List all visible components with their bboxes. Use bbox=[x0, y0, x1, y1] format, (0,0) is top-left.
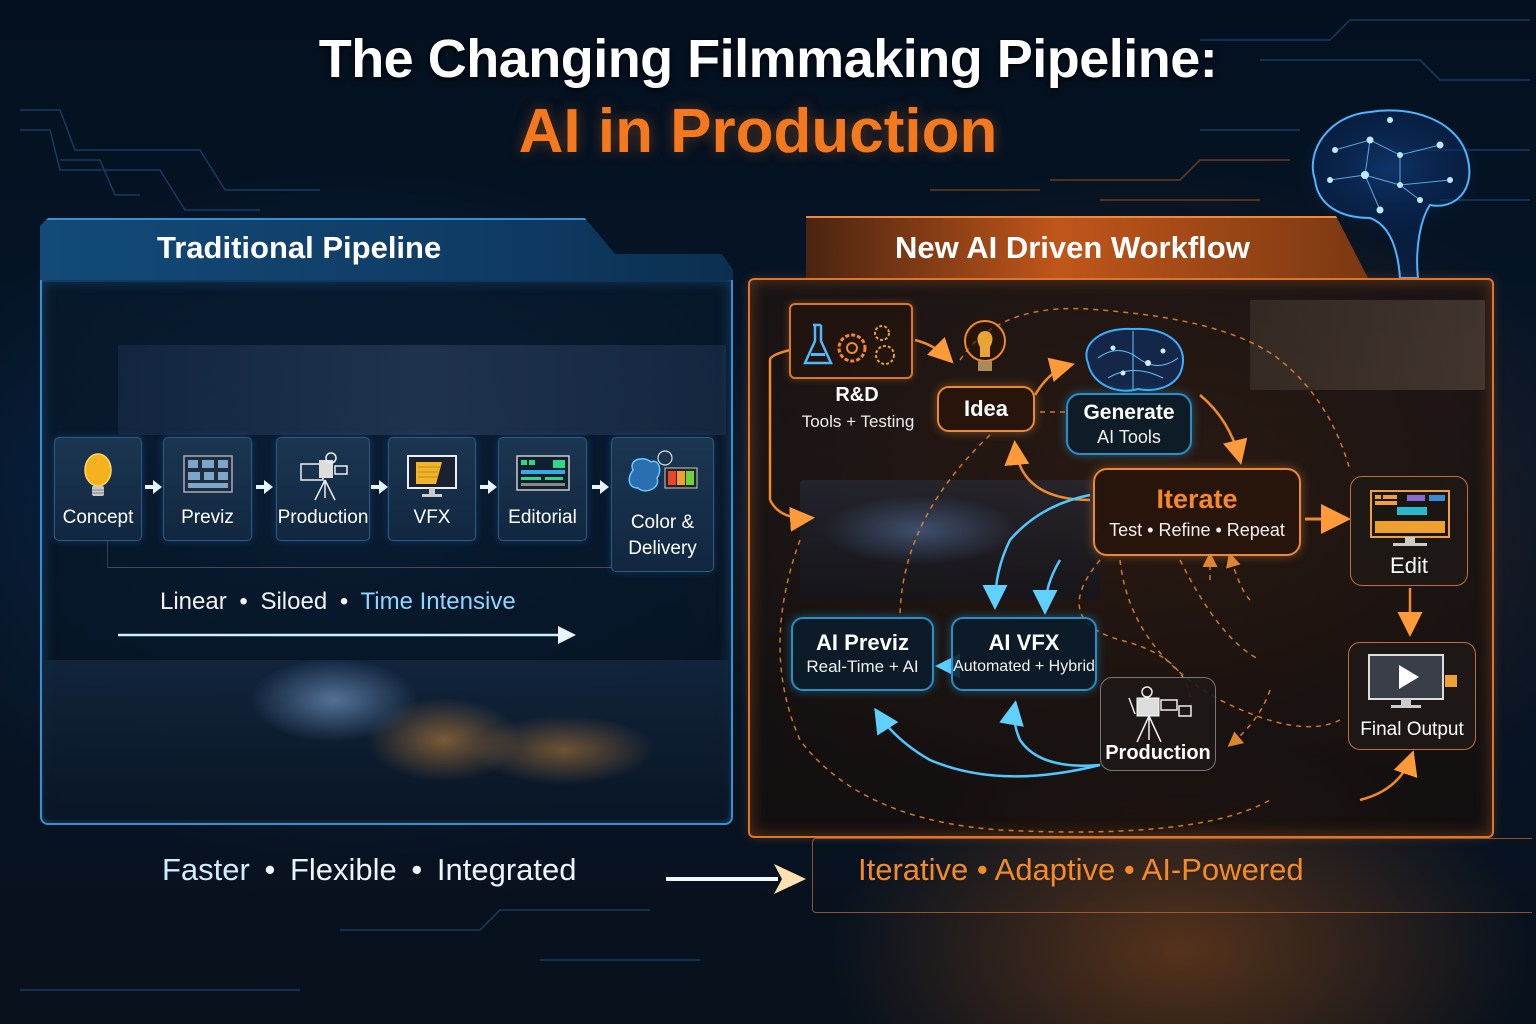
step-label: Editorial bbox=[508, 507, 577, 528]
step-production: Production bbox=[276, 437, 370, 541]
pipeline-connector-line bbox=[107, 541, 612, 568]
film-set-image-top bbox=[118, 345, 726, 435]
rd-subtitle: Tools + Testing bbox=[801, 412, 915, 431]
separator-dot: • bbox=[264, 852, 276, 887]
ai-workflow-panel-title: New AI Driven Workflow bbox=[895, 230, 1250, 265]
step-label-line1: Color & bbox=[630, 512, 695, 533]
node-production: Production bbox=[1100, 677, 1216, 771]
editing-monitor-icon bbox=[1370, 490, 1450, 546]
production-title: Production bbox=[1105, 742, 1211, 764]
generate-title: Generate bbox=[1083, 401, 1175, 424]
ai-vfx-subtitle: Automated + Hybrid bbox=[953, 658, 1095, 675]
rd-title: R&D bbox=[835, 384, 879, 406]
node-edit: Edit bbox=[1350, 476, 1468, 586]
iterate-subtitle: Test • Refine • Repeat bbox=[1109, 520, 1285, 540]
film-set-image-bottom bbox=[44, 660, 728, 820]
step-vfx: VFX bbox=[388, 437, 476, 541]
node-generate: Generate AI Tools bbox=[1066, 393, 1192, 455]
step-concept: Concept bbox=[54, 437, 142, 541]
idea-title: Idea bbox=[963, 396, 1009, 421]
traditional-tagline: Linear • Siloed • Time Intensive bbox=[160, 588, 516, 616]
editing-timeline-icon bbox=[515, 455, 570, 491]
play-monitor-icon bbox=[1368, 654, 1457, 708]
separator-dot: • bbox=[411, 852, 423, 887]
brain-icon bbox=[1085, 327, 1185, 392]
edit-title: Edit bbox=[1390, 553, 1428, 578]
iterate-title: Iterate bbox=[1156, 484, 1238, 514]
step-label: Production bbox=[277, 507, 369, 528]
footer-right-frame bbox=[812, 838, 1532, 913]
step-label: Previz bbox=[181, 507, 234, 528]
node-iterate: Iterate Test • Refine • Repeat bbox=[1093, 468, 1301, 556]
film-camera-icon bbox=[300, 452, 348, 501]
node-ai-previz: AI Previz Real-Time + AI bbox=[791, 617, 934, 691]
step-label-line2: Delivery bbox=[628, 538, 697, 559]
storyboard-icon bbox=[182, 455, 233, 493]
ai-previz-title: AI Previz bbox=[816, 630, 909, 655]
step-color-delivery: Color & Delivery bbox=[611, 437, 714, 572]
step-editorial: Editorial bbox=[498, 437, 587, 541]
tagline-time-intensive: Time Intensive bbox=[360, 588, 516, 615]
lightbulb-icon bbox=[84, 453, 112, 496]
node-idea: Idea bbox=[937, 386, 1035, 432]
node-rd bbox=[789, 303, 913, 379]
flask-gears-icon bbox=[803, 323, 895, 365]
timeline-arrow-icon bbox=[118, 626, 576, 644]
generate-subtitle: AI Tools bbox=[1097, 427, 1161, 447]
traditional-panel-title: Traditional Pipeline bbox=[157, 230, 442, 265]
footer-right-tagline: Iterative • Adaptive • AI-Powered bbox=[858, 852, 1304, 887]
arrow-right-icon bbox=[592, 480, 609, 494]
arrow-right-icon bbox=[480, 480, 497, 494]
tagline-integrated: Integrated bbox=[436, 852, 577, 887]
footer-left-tagline: Faster • Flexible • Integrated bbox=[162, 852, 577, 888]
node-ai-vfx: AI VFX Automated + Hybrid bbox=[951, 617, 1097, 691]
tagline-faster: Faster bbox=[162, 852, 250, 887]
final-output-title: Final Output bbox=[1360, 719, 1464, 740]
tagline-flexible: Flexible bbox=[289, 852, 397, 887]
brain-icon bbox=[1300, 109, 1480, 279]
separator-dot: • bbox=[339, 588, 349, 615]
studio-image bbox=[1250, 300, 1485, 390]
tagline-linear: Linear bbox=[160, 588, 227, 615]
arrow-right-icon bbox=[371, 480, 388, 494]
arrow-right-icon bbox=[256, 480, 273, 494]
film-camera-icon bbox=[1128, 686, 1192, 743]
step-previz: Previz bbox=[163, 437, 252, 541]
page-title: The Changing Filmmaking Pipeline: bbox=[318, 29, 1218, 89]
step-label: VFX bbox=[413, 507, 451, 528]
node-final-output: Final Output bbox=[1348, 642, 1476, 750]
virtual-production-image bbox=[800, 480, 1100, 600]
separator-dot: • bbox=[239, 588, 248, 615]
monitor-icon bbox=[407, 455, 457, 497]
arrow-right-icon bbox=[145, 480, 162, 494]
color-palette-icon bbox=[628, 450, 697, 492]
transition-arrow-icon bbox=[666, 864, 806, 894]
ai-previz-subtitle: Real-Time + AI bbox=[806, 657, 919, 676]
step-label: Concept bbox=[62, 507, 134, 528]
tagline-siloed: Siloed bbox=[260, 588, 328, 615]
ai-vfx-title: AI VFX bbox=[988, 630, 1060, 655]
lightbulb-icon bbox=[964, 320, 1006, 371]
ai-workflow-panel-header bbox=[806, 216, 1368, 278]
page-subtitle: AI in Production bbox=[518, 97, 998, 166]
